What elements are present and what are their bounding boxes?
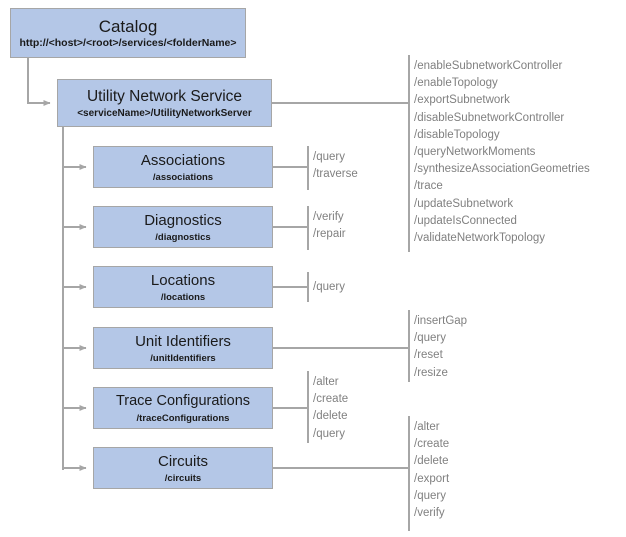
operation-item: /export bbox=[414, 472, 450, 485]
operation-item: /query bbox=[313, 281, 345, 293]
operation-item: /synthesizeAssociationGeometries bbox=[414, 163, 590, 176]
node-catalog-url: http://<host>/<root>/services/<folderNam… bbox=[19, 36, 237, 49]
node-unit-identifiers-path: /unitIdentifiers bbox=[150, 352, 216, 364]
node-trace-configurations[interactable]: Trace Configurations /traceConfiguration… bbox=[93, 387, 273, 429]
node-trace-configurations-title: Trace Configurations bbox=[115, 392, 251, 409]
node-catalog-title: Catalog bbox=[98, 16, 158, 36]
operations-list-diagnostics: /verify/repair bbox=[313, 209, 346, 243]
node-associations[interactable]: Associations /associations bbox=[93, 146, 273, 188]
node-locations-title: Locations bbox=[150, 271, 216, 289]
operation-item: /alter bbox=[414, 421, 440, 433]
operation-item: /reset bbox=[414, 349, 443, 362]
operation-item: /updateSubnetwork bbox=[414, 197, 514, 210]
operation-item: /queryNetworkMoments bbox=[414, 146, 536, 159]
node-service-title: Utility Network Service bbox=[86, 87, 243, 105]
operations-list-circuits: /alter/create/delete/export/query/verify bbox=[414, 419, 449, 522]
operations-list-locations: /query bbox=[313, 279, 345, 296]
operation-item: /delete bbox=[313, 410, 348, 423]
operation-item: /insertGap bbox=[414, 315, 468, 327]
node-service-path: <serviceName>/UtilityNetworkServer bbox=[77, 107, 252, 119]
operation-item: /resize bbox=[414, 366, 448, 379]
node-diagnostics-title: Diagnostics bbox=[144, 211, 222, 229]
operation-item: /traverse bbox=[313, 168, 358, 181]
operation-item: /trace bbox=[414, 180, 443, 193]
node-associations-path: /associations bbox=[152, 171, 214, 183]
edge-catalog-to-service bbox=[27, 58, 51, 106]
node-circuits-title: Circuits bbox=[157, 452, 208, 470]
operation-item: /query bbox=[414, 332, 446, 345]
node-circuits-path: /circuits bbox=[164, 472, 202, 484]
operation-item: /query bbox=[414, 489, 446, 502]
operation-item: /alter bbox=[313, 376, 339, 388]
operations-list-service: /enableSubnetworkController/enableTopolo… bbox=[414, 58, 590, 247]
operation-item: /create bbox=[414, 438, 450, 451]
node-locations[interactable]: Locations /locations bbox=[93, 266, 273, 308]
operations-list-associations: /query/traverse bbox=[313, 149, 358, 183]
operation-item: /verify bbox=[313, 211, 344, 223]
operation-item: /disableTopology bbox=[414, 128, 500, 141]
node-associations-title: Associations bbox=[140, 151, 226, 169]
node-trace-configurations-path: /traceConfigurations bbox=[136, 412, 230, 424]
node-unit-identifiers-title: Unit Identifiers bbox=[135, 332, 231, 350]
operation-item: /repair bbox=[313, 228, 346, 241]
node-diagnostics-path: /diagnostics bbox=[155, 231, 211, 243]
node-circuits[interactable]: Circuits /circuits bbox=[93, 447, 273, 489]
operation-item: /disableSubnetworkController bbox=[414, 111, 565, 124]
operation-item: /validateNetworkTopology bbox=[414, 232, 546, 245]
operation-item: /enableSubnetworkController bbox=[414, 60, 563, 72]
operation-item: /delete bbox=[414, 455, 449, 468]
operation-item: /exportSubnetwork bbox=[414, 94, 510, 107]
node-utility-network-service[interactable]: Utility Network Service <serviceName>/Ut… bbox=[57, 79, 272, 127]
node-diagnostics[interactable]: Diagnostics /diagnostics bbox=[93, 206, 273, 248]
operation-item: /create bbox=[313, 393, 349, 406]
node-catalog[interactable]: Catalog http://<host>/<root>/services/<f… bbox=[10, 8, 246, 58]
operation-item: /updateIsConnected bbox=[414, 214, 517, 227]
operation-item: /query bbox=[313, 427, 345, 440]
node-locations-path: /locations bbox=[160, 291, 206, 303]
operations-list-unit-identifiers: /insertGap/query/reset/resize bbox=[414, 313, 467, 382]
node-unit-identifiers[interactable]: Unit Identifiers /unitIdentifiers bbox=[93, 327, 273, 369]
operation-item: /verify bbox=[414, 507, 445, 520]
operation-item: /enableTopology bbox=[414, 77, 498, 90]
operation-item: /query bbox=[313, 151, 345, 163]
operations-list-trace-configurations: /alter/create/delete/query bbox=[313, 374, 348, 443]
